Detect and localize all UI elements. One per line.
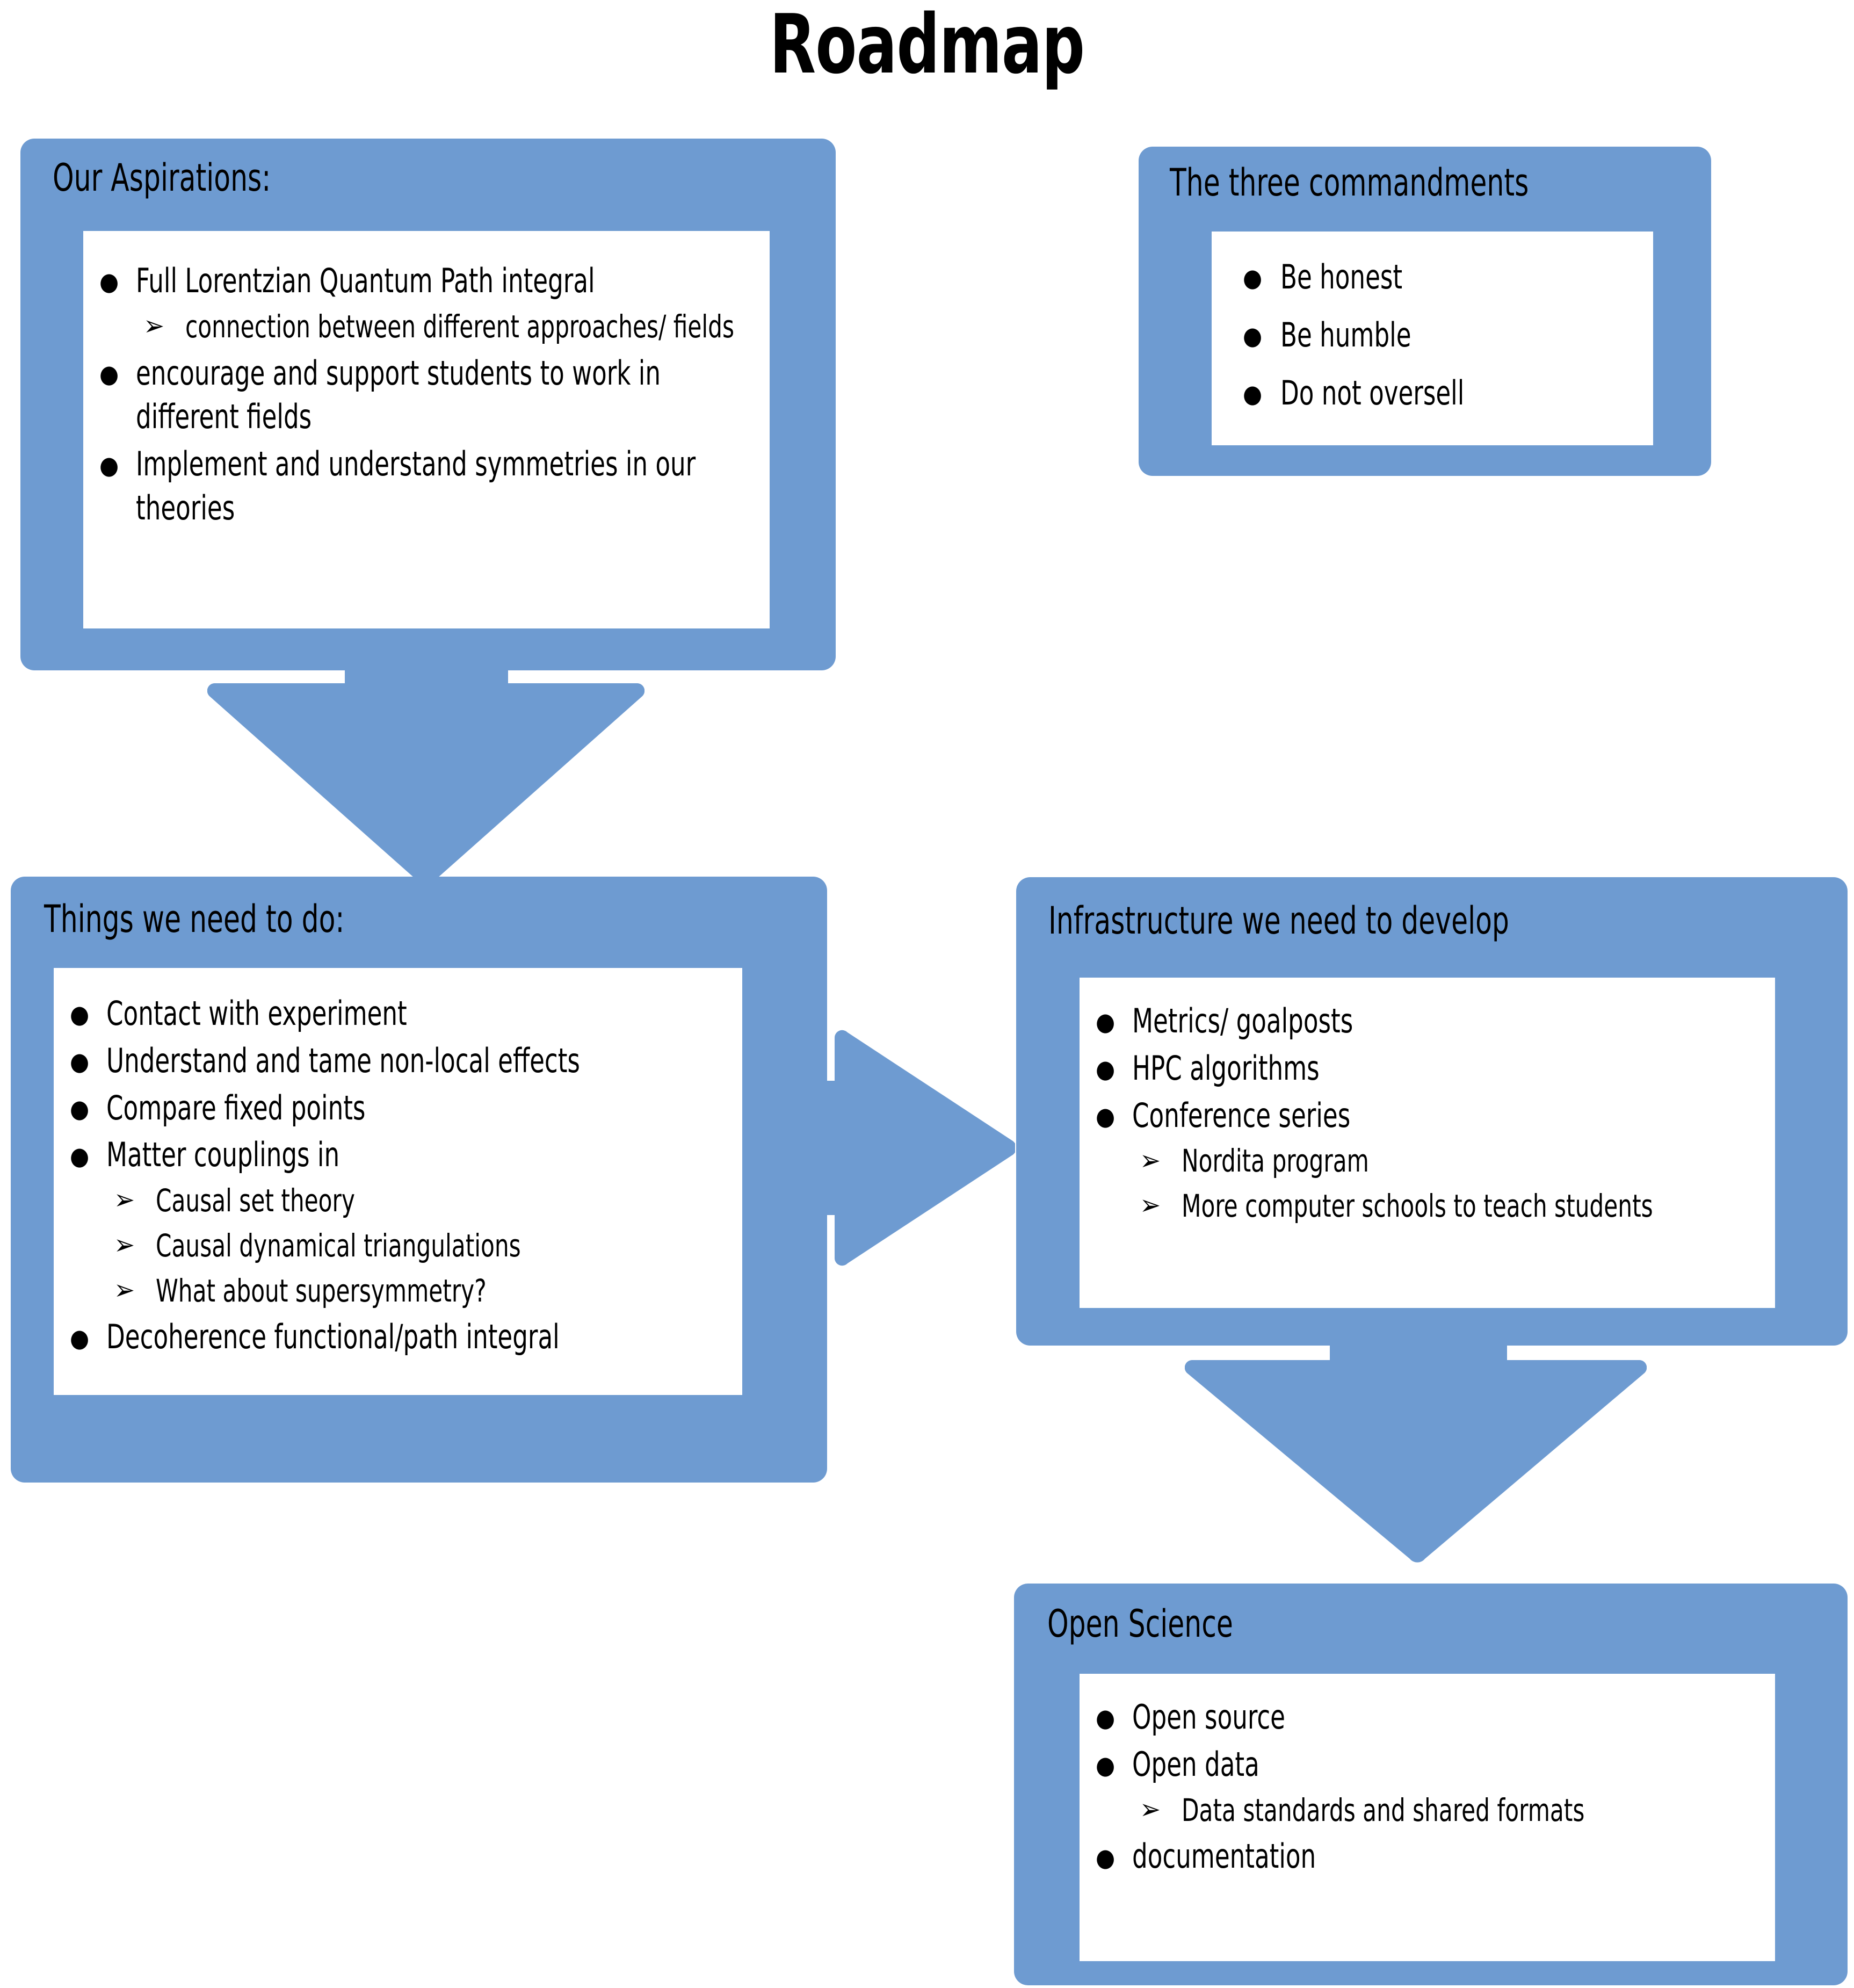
bullet-icon: ● [99,267,119,297]
bullet-icon: ● [70,1094,90,1123]
list-item: ● Full Lorentzian Quantum Path integral [83,259,746,303]
panel-open-science: ● Open source ● Open data ➢ Data standar… [1080,1674,1775,1961]
panel-three-commandments: ● Be honest ● Be humble ● Do not oversel… [1212,232,1653,445]
arrow-infrastructure-to-open-science [1185,1311,1647,1563]
list-item: ● Open data [1080,1743,1757,1787]
list-item-label: What about supersymmetry? [156,1272,487,1309]
bullet-list-infrastructure: ● Metrics/ goalposts ● HPC algorithms ● … [1080,999,1757,1227]
list-item-label: Causal set theory [156,1182,355,1219]
list-item: ➢ More computer schools to teach student… [1080,1185,1757,1227]
list-item-label: Decoherence functional/path integral [106,1317,560,1357]
bullet-icon: ● [1096,1101,1116,1131]
sub-bullet-arrow-icon: ➢ [1140,1144,1161,1177]
card-title-open-science: Open Science [1047,1602,1233,1646]
list-item: ● Matter couplings in [54,1133,726,1177]
bullet-icon: ● [1096,1007,1116,1037]
list-item: ● encourage and support students to work… [83,351,746,439]
list-item: ● Open source [1080,1695,1757,1739]
bullet-icon: ● [70,1323,90,1353]
card-title-our-aspirations: Our Aspirations: [53,156,271,200]
bullet-icon: ● [1096,1751,1116,1780]
bullet-icon: ● [99,450,119,480]
list-item-label: Be honest [1280,257,1403,297]
card-title-things-we-need-to-do: Things we need to do: [44,897,345,941]
card-title-infrastructure: Infrastructure we need to develop [1048,899,1509,943]
list-item: ● Be honest [1212,255,1637,299]
list-item-label: Understand and tame non-local effects [106,1040,580,1080]
list-item: ● Understand and tame non-local effects [54,1039,726,1083]
page-title: Roadmap [769,0,1085,92]
panel-infrastructure: ● Metrics/ goalposts ● HPC algorithms ● … [1080,978,1775,1308]
list-item-label: HPC algorithms [1132,1048,1320,1088]
list-item: ➢ Causal dynamical triangulations [54,1225,726,1267]
bullet-icon: ● [70,1141,90,1170]
list-item-label: Full Lorentzian Quantum Path integral [136,261,595,300]
list-item-label: Compare fixed points [106,1088,366,1127]
bullet-list-our-aspirations: ● Full Lorentzian Quantum Path integral … [83,259,746,530]
list-item-label: Conference series [1132,1095,1351,1135]
list-item-label: documentation [1132,1837,1316,1876]
bullet-list-three-commandments: ● Be honest ● Be humble ● Do not oversel… [1212,255,1637,415]
list-item-label: encourage and support students to work i… [136,353,661,437]
list-item-label: Data standards and shared formats [1182,1791,1585,1828]
bullet-icon: ● [70,1047,90,1076]
sub-bullet-arrow-icon: ➢ [1140,1189,1161,1222]
card-things-we-need-to-do: Things we need to do: ● Contact with exp… [11,877,827,1483]
list-item: ● Be humble [1212,313,1637,357]
bullet-icon: ● [1243,379,1263,408]
sub-bullet-arrow-icon: ➢ [114,1229,135,1262]
list-item-label: Implement and understand symmetries in o… [136,444,696,528]
list-item-label: Nordita program [1182,1143,1369,1180]
arrow-todo-to-infrastructure [790,1027,1015,1269]
card-three-commandments: The three commandments ● Be honest ● Be … [1139,147,1711,476]
list-item-label: Open data [1132,1744,1259,1784]
card-our-aspirations: Our Aspirations: ● Full Lorentzian Quant… [20,139,836,670]
card-infrastructure: Infrastructure we need to develop ● Metr… [1016,877,1848,1346]
list-item: ● Conference series [1080,1094,1757,1138]
list-item: ➢ connection between different approache… [83,306,746,348]
bullet-icon: ● [1096,1842,1116,1872]
list-item: ● Contact with experiment [54,992,726,1036]
list-item-label: connection between different approaches/… [185,308,735,345]
sub-bullet-arrow-icon: ➢ [1140,1793,1161,1826]
list-item: ● Decoherence functional/path integral [54,1315,726,1359]
list-item: ● documentation [1080,1834,1757,1878]
list-item: ● HPC algorithms [1080,1046,1757,1090]
list-item-label: Matter couplings in [106,1135,340,1175]
list-item-label: Causal dynamical triangulations [156,1227,521,1264]
list-item-label: Do not oversell [1280,373,1465,413]
sub-bullet-arrow-icon: ➢ [143,309,165,342]
card-title-three-commandments: The three commandments [1170,161,1529,205]
bullet-icon: ● [1096,1054,1116,1084]
list-item: ➢ Nordita program [1080,1140,1757,1182]
list-item-label: More computer schools to teach students [1182,1188,1653,1225]
list-item: ● Do not oversell [1212,371,1637,415]
list-item-label: Contact with experiment [106,994,407,1033]
bullet-icon: ● [99,359,119,388]
panel-our-aspirations: ● Full Lorentzian Quantum Path integral … [83,231,770,628]
list-item: ● Metrics/ goalposts [1080,999,1757,1043]
list-item: ➢ Causal set theory [54,1180,726,1222]
sub-bullet-arrow-icon: ➢ [114,1184,135,1217]
card-open-science: Open Science ● Open source ● Open data ➢… [1014,1584,1848,1985]
list-item: ● Compare fixed points [54,1086,726,1130]
list-item-label: Open source [1132,1697,1285,1737]
arrow-aspirations-to-todo [207,639,644,886]
list-item: ● Implement and understand symmetries in… [83,442,746,530]
list-item-label: Metrics/ goalposts [1132,1001,1353,1040]
bullet-list-open-science: ● Open source ● Open data ➢ Data standar… [1080,1695,1757,1878]
bullet-icon: ● [70,1000,90,1029]
list-item: ➢ What about supersymmetry? [54,1270,726,1312]
list-item-label: Be humble [1280,315,1411,355]
sub-bullet-arrow-icon: ➢ [114,1274,135,1306]
bullet-list-things-we-need-to-do: ● Contact with experiment ● Understand a… [54,992,726,1359]
bullet-icon: ● [1243,263,1263,293]
list-item: ➢ Data standards and shared formats [1080,1790,1757,1832]
bullet-icon: ● [1243,321,1263,351]
bullet-icon: ● [1096,1703,1116,1733]
panel-things-we-need-to-do: ● Contact with experiment ● Understand a… [54,968,742,1395]
